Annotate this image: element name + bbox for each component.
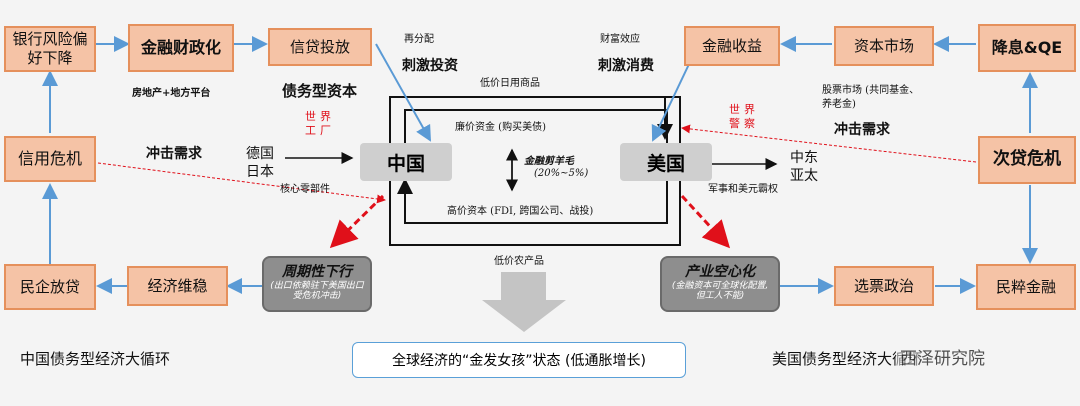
debt-capital-label: 债务型资本 — [282, 82, 358, 100]
right-footer-title: 美国债务型经济大循环 — [772, 350, 923, 368]
wealth-effect-label: 财富效应 — [600, 34, 640, 45]
world-factory-label: 世界工厂 — [305, 110, 335, 138]
fin-income-box[interactable]: 金融收益 — [684, 26, 780, 66]
hollowing-box[interactable]: 产业空心化 (金融资本可全球化配置, 但工人不能) — [660, 256, 780, 312]
bank-risk-box[interactable]: 银行风险偏好下降 — [4, 26, 96, 72]
hollowing-sub: (金融资本可全球化配置, 但工人不能) — [671, 281, 769, 302]
demand-shock-right: 冲击需求 — [834, 122, 890, 138]
left-flow-arrows — [42, 36, 431, 294]
shear-label-2: (20%~5%) — [534, 168, 589, 179]
subprime-box[interactable]: 次贷危机 — [978, 136, 1076, 184]
shear-label-1: 金融剪羊毛 — [524, 156, 574, 167]
cyclical-downturn-box[interactable]: 周期性下行 (出口依赖驻下美国出口受危机冲击) — [262, 256, 372, 312]
property-label: 房地产+地方平台 — [132, 88, 211, 99]
military-label: 军事和美元霸权 — [708, 184, 778, 195]
low-agri-label: 低价农产品 — [494, 256, 544, 267]
middle-east-label: 中东 — [790, 150, 818, 166]
politics-box[interactable]: 选票政治 — [834, 266, 934, 306]
cyclical-sub: (出口依赖驻下美国出口受危机冲击) — [270, 281, 364, 302]
goldilocks-box[interactable]: 全球经济的“金发女孩”状态 (低通胀增长) — [352, 342, 686, 378]
fiscal-box[interactable]: 金融财政化 — [128, 24, 234, 72]
stock-market-label: 股票市场 (共同基金、养老金) — [822, 85, 920, 110]
stabilize-box[interactable]: 经济维稳 — [127, 266, 228, 306]
credit-crisis-box[interactable]: 信用危机 — [4, 136, 96, 182]
side-arrows — [285, 152, 778, 170]
germany-label: 德国 — [246, 146, 274, 162]
japan-label: 日本 — [246, 164, 274, 180]
rate-cut-box[interactable]: 降息&QE — [978, 24, 1076, 72]
usa-node[interactable]: 美国 — [620, 143, 712, 181]
red-dashed-lines — [97, 124, 977, 204]
cyclical-title: 周期性下行 — [282, 264, 352, 280]
low-goods-label: 低价日用商品 — [480, 78, 540, 89]
world-police-label: 世界警察 — [729, 103, 759, 131]
populism-box[interactable]: 民粹金融 — [976, 264, 1076, 310]
left-footer-title: 中国债务型经济大循环 — [20, 350, 171, 368]
private-loans-box[interactable]: 民企放贷 — [4, 264, 96, 310]
redistribution-label: 再分配 — [404, 34, 434, 45]
red-bold-arrows — [329, 194, 731, 249]
down-arrow-shape — [482, 272, 566, 332]
asia-pacific-label: 亚太 — [790, 168, 818, 184]
china-node[interactable]: 中国 — [360, 143, 452, 181]
credit-box[interactable]: 信贷投放 — [268, 28, 372, 66]
capital-market-box[interactable]: 资本市场 — [834, 26, 934, 66]
stimulus-consume-label: 刺激消费 — [598, 58, 654, 74]
cheap-funds-label: 廉价资金 (购买美债) — [455, 122, 546, 133]
stimulus-invest-label: 刺激投资 — [402, 58, 458, 74]
watermark: 西泽研究院 — [896, 344, 989, 369]
right-flow-arrows — [651, 36, 1038, 294]
demand-shock-left: 冲击需求 — [146, 146, 202, 162]
hollowing-title: 产业空心化 — [685, 264, 755, 280]
core-parts-label: 核心零部件 — [280, 184, 330, 195]
expensive-capital-label: 高价资本 (FDI, 跨国公司、战投) — [447, 206, 594, 217]
